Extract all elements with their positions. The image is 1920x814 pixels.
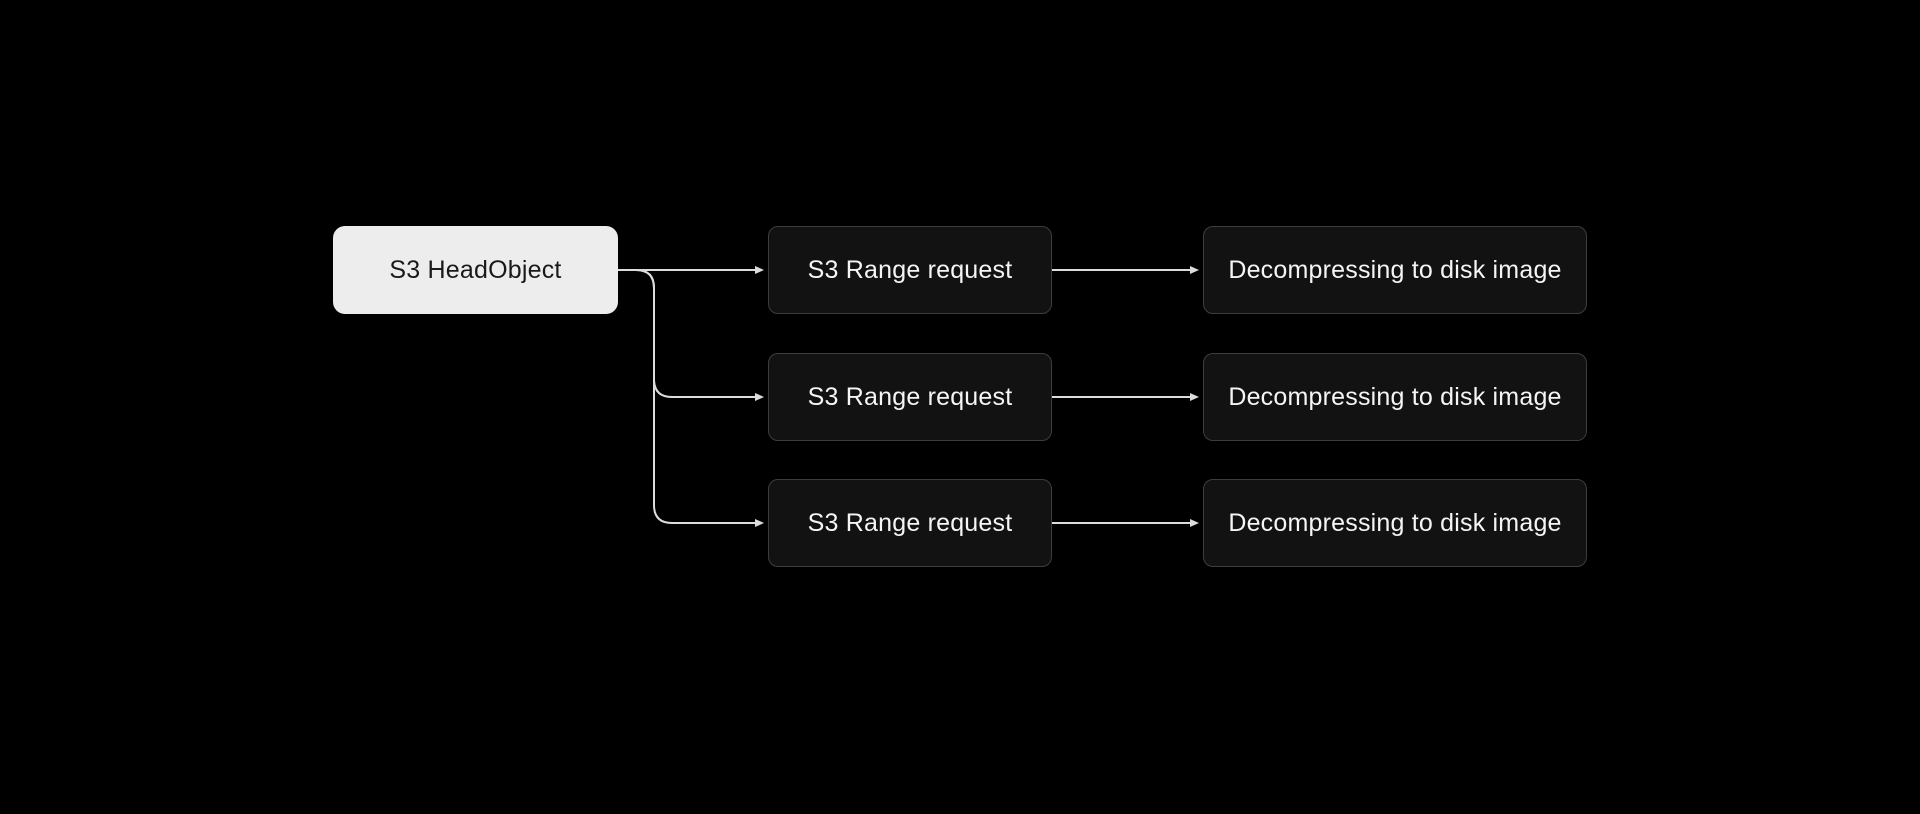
node-decompressing-disk-image-1: Decompressing to disk image bbox=[1203, 226, 1587, 314]
node-decompressing-disk-image-1-label: Decompressing to disk image bbox=[1228, 255, 1562, 284]
node-s3-headobject: S3 HeadObject bbox=[333, 226, 618, 314]
node-s3-range-request-2-label: S3 Range request bbox=[807, 382, 1013, 411]
node-decompressing-disk-image-2-label: Decompressing to disk image bbox=[1228, 382, 1562, 411]
node-decompressing-disk-image-3: Decompressing to disk image bbox=[1203, 479, 1587, 567]
node-s3-headobject-label: S3 HeadObject bbox=[389, 255, 562, 284]
node-s3-range-request-2: S3 Range request bbox=[768, 353, 1052, 441]
connector-head-to-range-3 bbox=[618, 269, 764, 527]
node-s3-range-request-3: S3 Range request bbox=[768, 479, 1052, 567]
node-decompressing-disk-image-3-label: Decompressing to disk image bbox=[1228, 508, 1562, 537]
connector-head-to-range-2 bbox=[618, 269, 764, 401]
node-s3-range-request-1: S3 Range request bbox=[768, 226, 1052, 314]
node-decompressing-disk-image-2: Decompressing to disk image bbox=[1203, 353, 1587, 441]
node-s3-range-request-3-label: S3 Range request bbox=[807, 508, 1013, 537]
node-s3-range-request-1-label: S3 Range request bbox=[807, 255, 1013, 284]
